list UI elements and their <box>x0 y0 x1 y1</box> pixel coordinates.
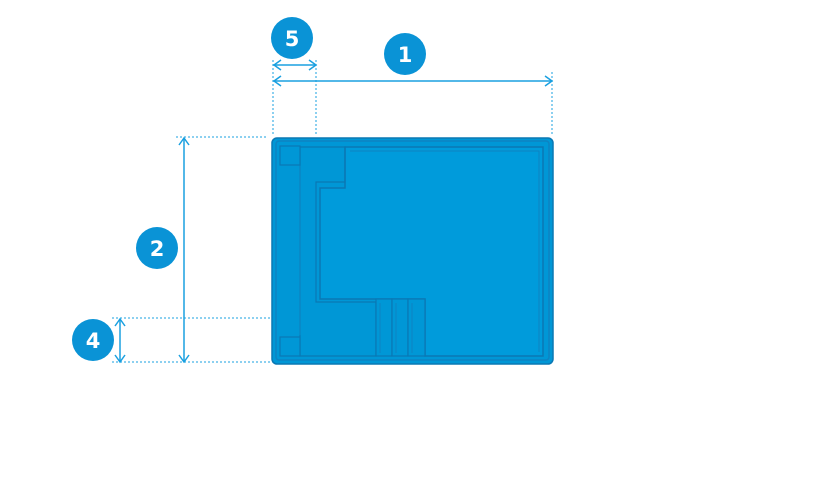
badge-4-label: 4 <box>86 329 101 353</box>
badge-1-circle <box>384 33 426 75</box>
badge-2-circle <box>136 227 178 269</box>
dimension-2-arrow-top <box>178 136 190 146</box>
badge-1-label: 1 <box>398 43 413 67</box>
badge-2-label: 2 <box>150 237 165 261</box>
dimension-2-arrow-bottom <box>178 354 190 364</box>
dimension-arrows <box>114 59 554 364</box>
dimension-badge-4: 4 <box>72 319 114 361</box>
step-1 <box>375 298 393 357</box>
bench-outline <box>299 146 377 357</box>
dimension-badge-2: 2 <box>136 227 178 269</box>
badge-4-circle <box>72 319 114 361</box>
badge-5-circle <box>271 17 313 59</box>
step-2 <box>391 298 409 357</box>
dimension-badge-5: 5 <box>271 17 313 59</box>
step-3 <box>407 298 426 357</box>
dimension-1-arrow-right <box>544 75 554 87</box>
badge-5-label: 5 <box>285 27 300 51</box>
pool-shape <box>271 137 554 365</box>
dimension-5-arrow-left <box>272 59 282 71</box>
corner-seat-bottom <box>279 336 301 357</box>
dimension-badge-1: 1 <box>384 33 426 75</box>
dimension-4-arrow-top <box>114 317 126 327</box>
corner-seat-top <box>279 145 301 166</box>
extension-lines <box>112 60 553 363</box>
dimension-1-arrow-left <box>272 75 282 87</box>
dimension-5-arrow-right <box>308 59 318 71</box>
pool-basin-bevel <box>350 150 540 352</box>
pool-rim <box>275 140 550 361</box>
entry-steps <box>375 298 426 357</box>
dimension-4-arrow-bottom <box>114 354 126 364</box>
